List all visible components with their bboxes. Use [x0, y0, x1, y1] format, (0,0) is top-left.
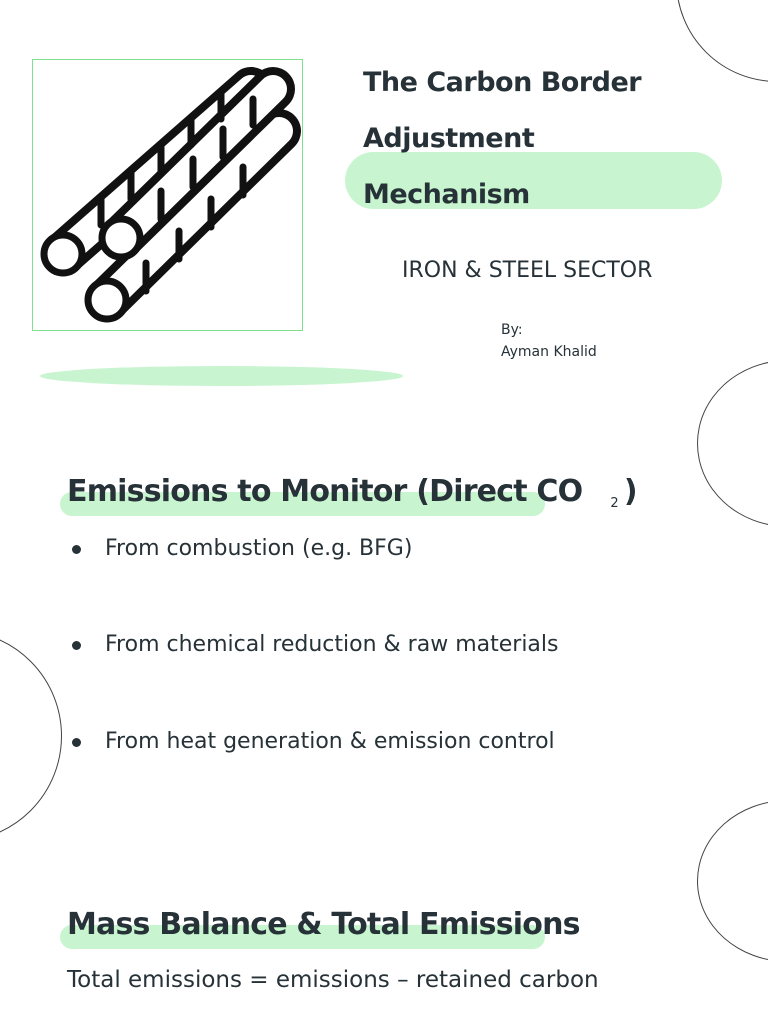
by-label: By:	[501, 322, 523, 338]
list-item: From heat generation & emission control	[72, 729, 555, 754]
steel-pipes-image	[32, 59, 303, 331]
bullet-text: From heat generation & emission control	[105, 729, 555, 754]
title-line: Mechanism	[363, 179, 530, 210]
bullet-icon	[72, 544, 81, 554]
decorative-arc	[676, 0, 768, 82]
heading-close: )	[623, 474, 638, 509]
title-line: Adjustment	[363, 123, 535, 154]
title-line: The Carbon Border	[363, 67, 642, 98]
formula-text: Total emissions = emissions – retained c…	[67, 967, 599, 993]
bullet-text: From combustion (e.g. BFG)	[105, 536, 413, 561]
steel-pipes-icon	[40, 67, 301, 323]
title-highlight	[345, 152, 722, 209]
author-name: Ayman Khalid	[501, 344, 597, 360]
decorative-arc	[0, 630, 62, 842]
section-heading-mass-balance: Mass Balance & Total Emissions	[67, 907, 581, 942]
bullet-text: From chemical reduction & raw materials	[105, 632, 559, 657]
decorative-shadow	[40, 366, 403, 386]
page-title: The Carbon Border Adjustment Mechanism	[363, 55, 642, 223]
list-item: From combustion (e.g. BFG)	[72, 536, 412, 561]
heading-highlight	[60, 925, 545, 949]
list-item: From chemical reduction & raw materials	[72, 632, 558, 657]
heading-text: Emissions to Monitor (Direct CO	[67, 474, 583, 509]
heading-highlight	[60, 492, 545, 516]
subscript: 2	[610, 496, 618, 511]
section-heading-emissions: Emissions to Monitor (Direct CO 2)	[67, 474, 638, 511]
bullet-icon	[72, 737, 81, 747]
decorative-arc	[697, 800, 768, 962]
subtitle: IRON & STEEL SECTOR	[402, 258, 653, 283]
decorative-arc	[697, 360, 768, 527]
bullet-icon	[72, 640, 81, 650]
byline: By: Ayman Khalid	[501, 319, 597, 363]
